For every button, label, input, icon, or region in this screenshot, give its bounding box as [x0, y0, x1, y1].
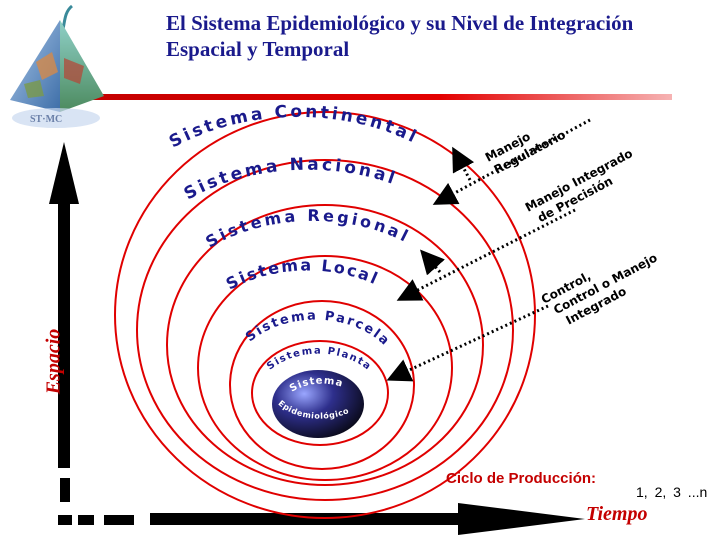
- space-axis-label: Espacio: [43, 322, 66, 402]
- arrow-precision-upper: [424, 254, 440, 272]
- ring-label-nacional: Sistema Nacional: [181, 155, 400, 205]
- ring-label-local: Sistema Local: [223, 255, 382, 293]
- arrow-control: [392, 306, 548, 378]
- annotation-regulatory: Manejo Regulatorio: [483, 114, 568, 178]
- time-axis: [58, 503, 585, 535]
- annotation-control: Control, Control o Manejo Integrado: [539, 237, 667, 333]
- annotation-precision: Manejo Integrado de Precisión: [523, 146, 642, 228]
- time-axis-label: Tiempo: [586, 503, 647, 526]
- ring-label-regional: Sistema Regional: [202, 206, 413, 252]
- production-cycle-values: 1, 2, 3 ...n: [636, 484, 707, 500]
- ring-label-continental: Sistema Continental: [166, 102, 422, 152]
- arrow-precision-lower: [402, 210, 575, 298]
- production-cycle-label: Ciclo de Producción:: [446, 470, 596, 487]
